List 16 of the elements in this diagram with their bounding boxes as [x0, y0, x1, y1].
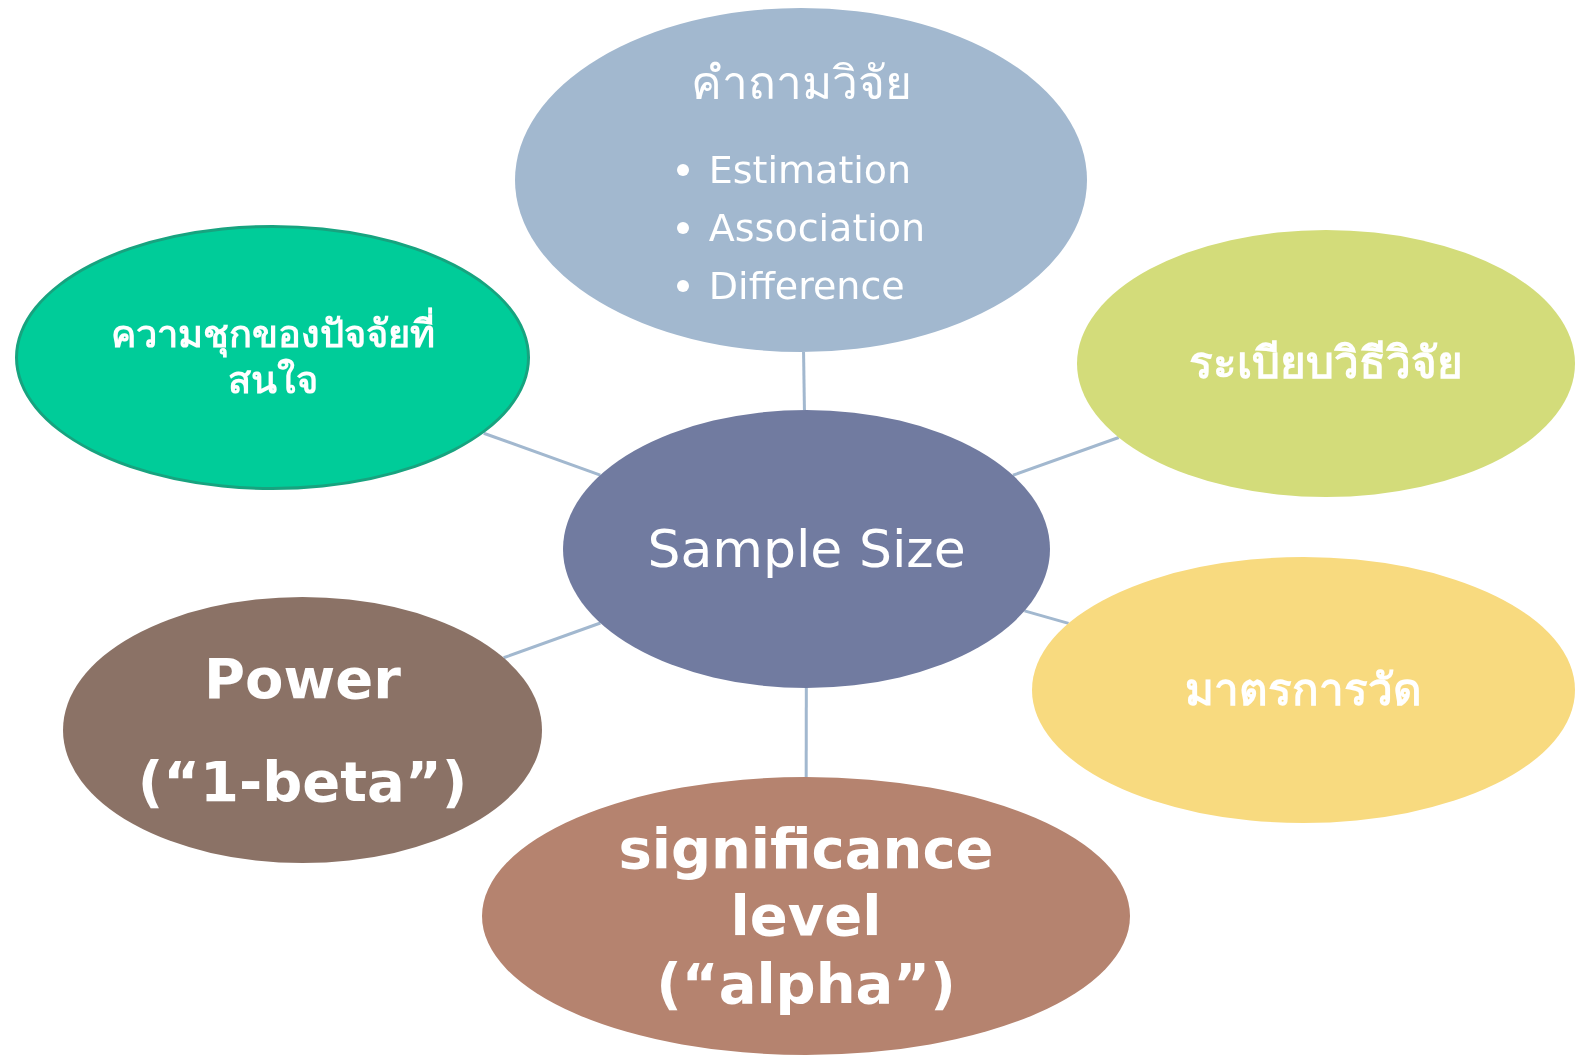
bullet-text: Difference — [708, 262, 905, 310]
oval-label: Sample Size — [647, 517, 966, 581]
connector-line — [1024, 609, 1069, 625]
connector-line — [503, 621, 601, 660]
connector-line — [1012, 436, 1120, 477]
oval-label: มาตรการวัด — [1185, 663, 1422, 717]
bullet-text: Association — [708, 204, 926, 252]
connector-line — [802, 351, 806, 411]
oval-label: ระเบียบวิธีวิจัย — [1189, 337, 1463, 390]
bullet-text: Estimation — [708, 146, 912, 194]
connector-line — [483, 431, 601, 477]
connector-line — [804, 688, 808, 777]
oval-label: significance level (“alpha”) — [617, 815, 995, 1017]
oval-label: (“1-beta”) — [137, 748, 468, 816]
oval-heading: คำถามวิจัย — [690, 54, 912, 112]
oval-label: Power — [204, 644, 401, 712]
